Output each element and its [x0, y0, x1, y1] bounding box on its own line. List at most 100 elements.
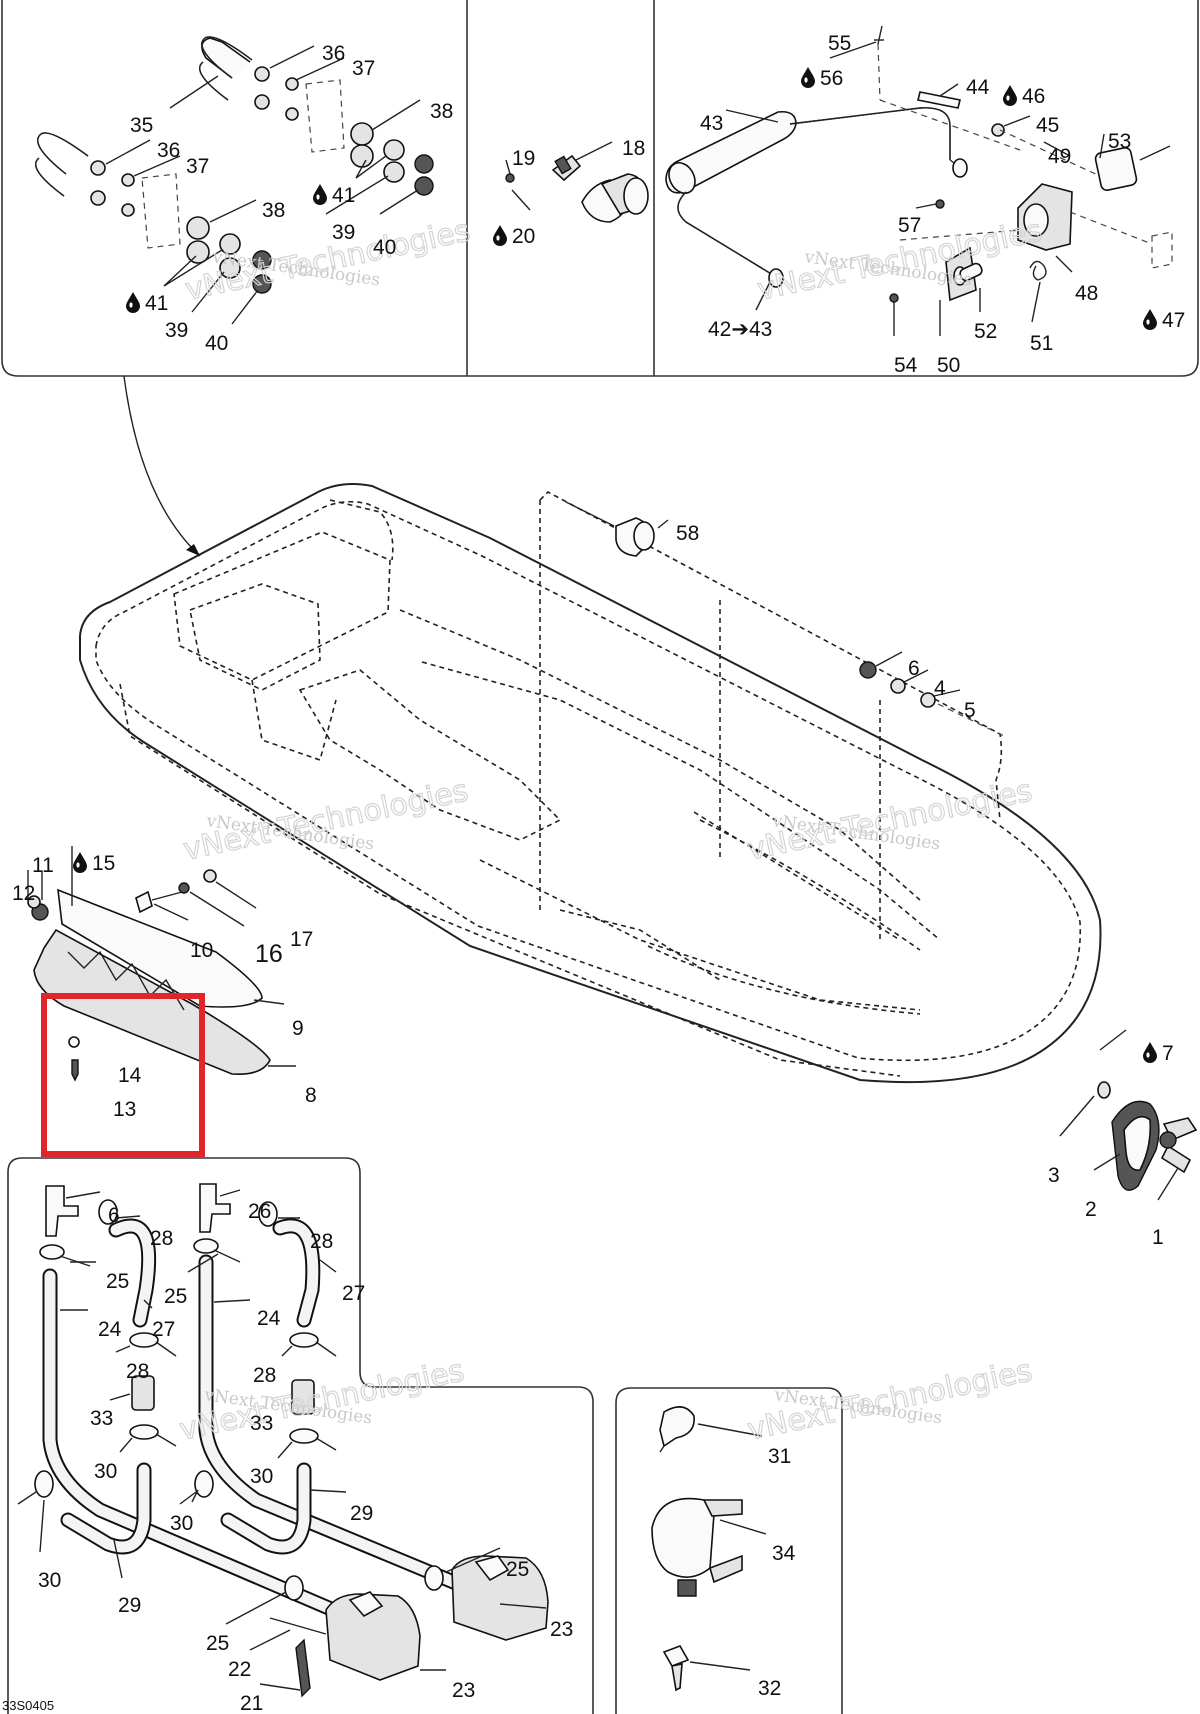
callout-label: 40: [205, 332, 228, 355]
callout-label: 31: [768, 1445, 791, 1468]
boarding-handle-assembly: [665, 25, 1173, 336]
callout-label: 40: [373, 236, 396, 259]
callout: 37: [352, 57, 375, 80]
callout-label: 33: [250, 1412, 273, 1435]
callout: 29: [118, 1594, 141, 1617]
callout-label: 2: [1085, 1198, 1097, 1221]
callout-label: 34: [772, 1542, 796, 1565]
callout-label: 10: [190, 939, 213, 962]
ubolt-assembly-upper: [198, 36, 434, 196]
callout-label: 52: [974, 320, 997, 343]
callout-label: 16: [255, 940, 283, 968]
callout-label: 24: [98, 1318, 122, 1341]
callout-label: 28: [253, 1364, 276, 1387]
callout: 38: [262, 199, 285, 222]
fuel-tank-bodies: [269, 1555, 549, 1698]
callout: 28: [310, 1230, 333, 1253]
callout: 47: [1143, 309, 1185, 332]
callout-label: 30: [94, 1460, 117, 1483]
callout: 6: [908, 657, 920, 680]
callout-label: 45: [1036, 114, 1059, 137]
callout: 10: [190, 939, 213, 962]
callout: 54: [894, 354, 918, 377]
callout-label: 26: [248, 1200, 271, 1223]
callout-label: 30: [250, 1465, 273, 1488]
callout-label: 25: [506, 1558, 529, 1581]
callout: 9: [292, 1017, 304, 1040]
callout: 52: [974, 320, 997, 343]
callout-label: 35: [130, 114, 153, 137]
callout: 7: [1143, 1042, 1174, 1065]
callout-label: 30: [38, 1569, 61, 1592]
callout-label: 18: [622, 137, 645, 160]
drop-icon: [493, 225, 507, 246]
callout: 38: [430, 100, 453, 123]
callout-label: 49: [1048, 145, 1071, 168]
drop-icon: [73, 852, 87, 873]
callout-label: 58: [676, 522, 699, 545]
callout: 39: [165, 319, 188, 342]
callout: 23: [550, 1618, 573, 1641]
callout: 24: [98, 1318, 122, 1341]
callout: 40: [373, 236, 396, 259]
callout-label: 43: [700, 112, 723, 135]
callout: 53: [1108, 130, 1131, 153]
callout: 2: [1085, 1198, 1097, 1221]
callout: 43: [700, 112, 723, 135]
callout-label: 48: [1075, 282, 1098, 305]
callout-label: 56: [820, 67, 843, 90]
callout: 20: [493, 225, 535, 248]
callout-label: 33: [90, 1407, 113, 1430]
callout-label: 37: [186, 155, 209, 178]
callout-label: 36: [157, 139, 180, 162]
callout-label: 14: [118, 1064, 142, 1087]
callout-label: 38: [430, 100, 453, 123]
callout: 33: [90, 1407, 113, 1430]
callout: 27: [342, 1282, 365, 1305]
callout: 40: [205, 332, 228, 355]
jet-propeller-assembly: [1059, 1029, 1198, 1201]
callout: 1: [1152, 1226, 1164, 1249]
callout-label: 22: [228, 1658, 251, 1681]
callout: 49: [1048, 145, 1071, 168]
drop-icon: [801, 67, 815, 88]
callout-label: 21: [240, 1692, 263, 1714]
top-left-leader-lines: [105, 45, 421, 325]
callout: 28: [253, 1364, 276, 1387]
callout: 13: [113, 1098, 136, 1121]
sponson-assembly: [27, 846, 296, 1082]
callout: 6: [108, 1204, 120, 1227]
callout-label: 25: [106, 1270, 129, 1293]
drop-icon: [1143, 309, 1157, 330]
callout: 32: [758, 1677, 781, 1700]
callout: 22: [228, 1658, 251, 1681]
callout-label: 23: [550, 1618, 573, 1641]
callout: 41: [126, 292, 168, 315]
callout-label: 11: [32, 854, 54, 877]
drawing-code: 33S0405: [2, 1698, 54, 1713]
drop-icon: [1003, 85, 1017, 106]
callout: 33: [250, 1412, 273, 1435]
callout-label: 8: [305, 1084, 317, 1107]
callout-label: 4: [934, 677, 946, 700]
callout: 57: [898, 214, 921, 237]
callout-label: 27: [342, 1282, 365, 1305]
callout: 45: [1036, 114, 1059, 137]
hull-body: [79, 483, 1102, 1084]
cooling-hoses: [42, 1183, 548, 1638]
callout: 23: [452, 1679, 475, 1702]
callout-label: 41: [145, 292, 168, 315]
callout: 25: [206, 1632, 229, 1655]
callout-label: 36: [322, 42, 345, 65]
callout-label: 51: [1030, 332, 1053, 355]
callout-label: 9: [292, 1017, 304, 1040]
callout-label: 23: [452, 1679, 475, 1702]
callout-label: 54: [894, 354, 918, 377]
callout: 24: [257, 1307, 281, 1330]
callout-label: 5: [964, 699, 976, 722]
callout-label: 55: [828, 32, 851, 55]
callout: 36: [322, 42, 345, 65]
callout: 21: [240, 1692, 263, 1714]
drain-plug-assembly: [505, 141, 649, 223]
